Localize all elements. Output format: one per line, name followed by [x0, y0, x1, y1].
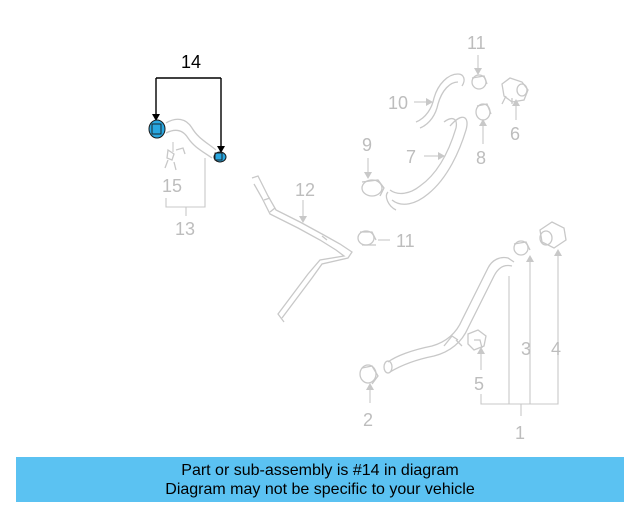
clamp-2[interactable] [359, 364, 379, 385]
callout-11-lower[interactable]: 11 [396, 231, 415, 251]
banner-line-1: Part or sub-assembly is #14 in diagram [181, 462, 459, 479]
info-banner: Part or sub-assembly is #14 in diagram D… [16, 457, 624, 502]
callout-4[interactable]: 4 [551, 339, 561, 359]
callout-12[interactable]: 12 [295, 180, 315, 200]
callout-9[interactable]: 9 [362, 135, 372, 155]
callout-1[interactable]: 1 [515, 423, 525, 443]
clamp-9[interactable] [361, 179, 385, 197]
pipe-12[interactable] [251, 175, 353, 323]
clamp-14-left[interactable] [148, 119, 166, 139]
pipe-1[interactable] [383, 256, 515, 374]
callout-8[interactable]: 8 [476, 148, 486, 168]
cap-4[interactable] [539, 221, 567, 249]
callout-3[interactable]: 3 [521, 339, 531, 359]
callout-1-bracket [480, 256, 559, 405]
banner-line-2: Diagram may not be specific to your vehi… [165, 481, 475, 498]
clamp-8[interactable] [475, 103, 492, 121]
callout-15[interactable]: 15 [162, 176, 182, 196]
clamp-14-right[interactable] [213, 151, 227, 163]
callout-13[interactable]: 13 [175, 219, 195, 239]
callout-14-arrow-right [217, 146, 225, 153]
callout-10[interactable]: 10 [388, 93, 408, 113]
callout-2[interactable]: 2 [363, 410, 373, 430]
callout-7[interactable]: 7 [406, 147, 416, 167]
callout-14-arrow-left [152, 114, 160, 121]
connector-6[interactable] [501, 77, 529, 105]
callout-11-upper[interactable]: 11 [467, 33, 486, 53]
fitting-15[interactable] [164, 147, 186, 171]
callout-14[interactable]: 14 [181, 52, 201, 72]
callout-14-leader [155, 77, 222, 148]
clamp-11-lower[interactable] [357, 230, 377, 246]
hose-13[interactable] [165, 118, 217, 159]
clamp-3[interactable] [513, 240, 531, 256]
callout-6[interactable]: 6 [510, 124, 520, 144]
hose-10[interactable] [415, 73, 465, 129]
clamp-11-upper[interactable] [471, 74, 488, 90]
bracket-5[interactable] [467, 329, 487, 351]
callout-5[interactable]: 5 [474, 374, 484, 394]
callout-14-group[interactable]: 14 [148, 52, 227, 163]
hose-7[interactable] [385, 116, 468, 211]
